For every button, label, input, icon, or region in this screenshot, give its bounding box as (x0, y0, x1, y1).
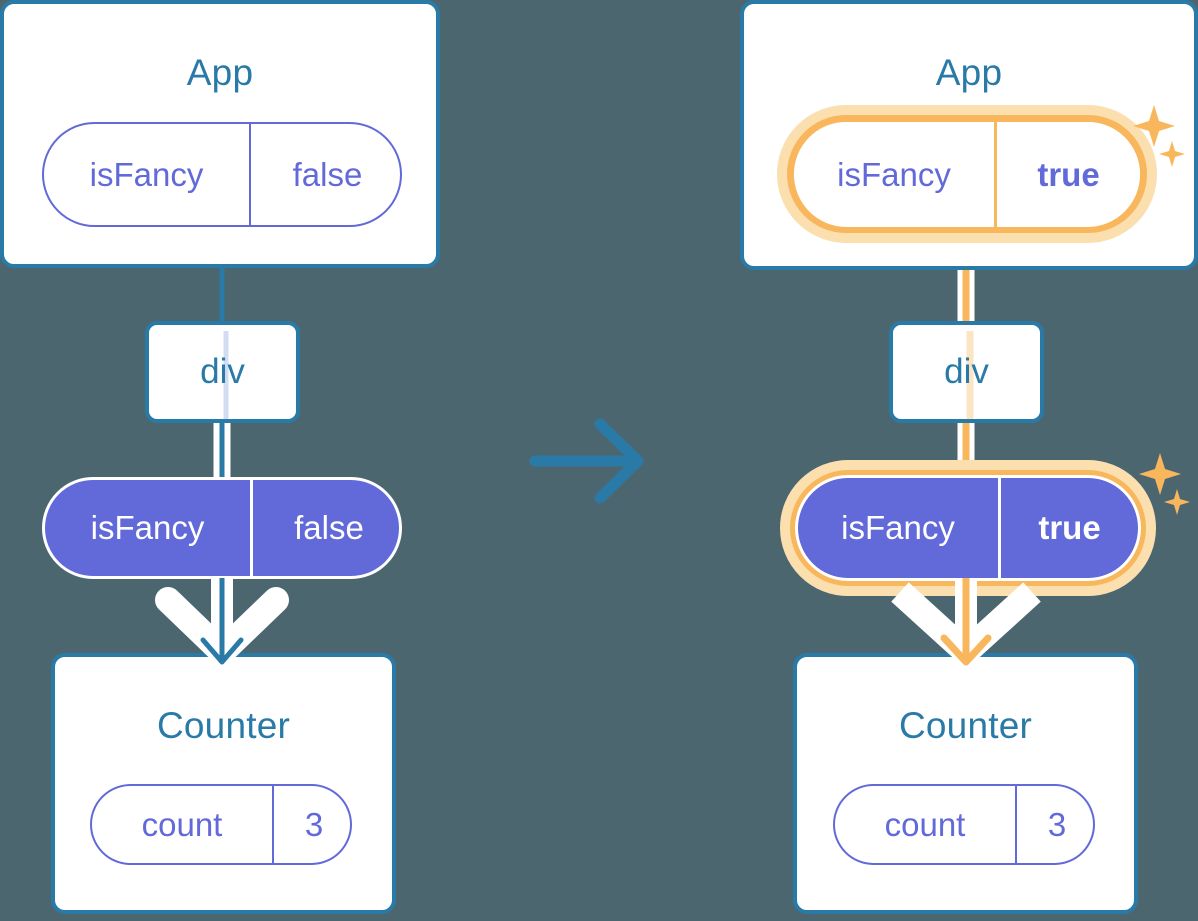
sparkle-small-icon-app-after (1159, 141, 1185, 167)
app-title-before: App (186, 52, 254, 93)
app-title-after: App (935, 52, 1003, 93)
app-state-key-before: isFancy (89, 155, 204, 193)
div-node-label-after: div (944, 352, 989, 391)
counter-title-after: Counter (898, 705, 1033, 746)
counter-state-value-before: 3 (272, 786, 354, 863)
div-node-before: div (145, 321, 300, 423)
prop-key-after: isFancy (841, 509, 955, 546)
prop-key-before: isFancy (90, 509, 205, 546)
counter-state-key-after: count (884, 805, 966, 843)
app-state-pill-after: isFancy true (794, 122, 1140, 227)
app-state-value-after: true (994, 122, 1140, 227)
div-node-label-before: div (200, 352, 245, 391)
app-state-value-before: false (249, 124, 404, 225)
prop-value-before: false (250, 480, 405, 576)
prop-pill-before: isFancy false (42, 477, 402, 579)
counter-state-pill-after: count 3 (833, 784, 1095, 865)
counter-state-value-after: 3 (1015, 786, 1097, 863)
sparkle-icon-prop-after (1139, 453, 1181, 495)
div-node-after: div (889, 321, 1044, 423)
div-passthrough-line-before (223, 331, 229, 419)
counter-state-key-before: count (141, 805, 223, 843)
prop-pill-after: isFancy true (795, 475, 1141, 581)
counter-state-pill-before: count 3 (90, 784, 352, 865)
sparkle-small-icon-prop-after (1164, 489, 1190, 515)
prop-value-after: true (998, 478, 1138, 578)
app-state-pill-before: isFancy false (42, 122, 402, 227)
div-passthrough-line-after (966, 331, 974, 419)
counter-title-before: Counter (156, 705, 291, 746)
app-state-key-after: isFancy (837, 155, 951, 193)
